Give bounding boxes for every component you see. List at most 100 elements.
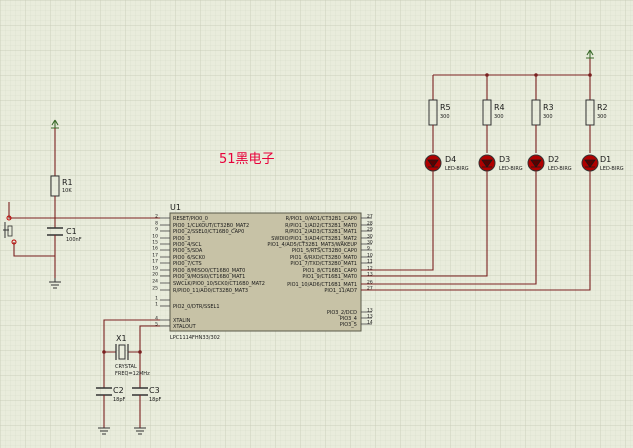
reset-button[interactable]	[3, 215, 17, 245]
x1-ref: X1	[116, 334, 127, 343]
pin-label: PIO0_9/MOSI0/CT16B0_MAT1	[173, 274, 245, 280]
mcu-part-number: LPC1114FHN33/302	[170, 335, 220, 341]
pin-label: PIO1_7/TXD/CT32B0_MAT1	[290, 261, 357, 267]
pin-label: PIO0_3	[173, 236, 190, 242]
pin-number: 13	[367, 314, 373, 320]
pin-label: R/PIO1_0/AD1/CT32B1_CAP0	[286, 216, 357, 222]
led-wires	[361, 49, 594, 291]
led-d1[interactable]: D1 LED-BIRG	[581, 154, 624, 172]
pin-number: 8	[155, 221, 158, 227]
pin-label: PIO0_2/SSEL0/CT16B0_CAP0	[173, 229, 244, 235]
pin-number: 1	[155, 302, 158, 308]
pin-label: PIO1_10/AD6/CT16B1_MAT1	[287, 282, 357, 288]
r5-value: 300	[440, 114, 450, 120]
pin-label: SWCLK/PIO0_10/SCK0/CT16B0_MAT2	[173, 281, 265, 287]
d3-type: LED-BIRG	[499, 166, 523, 172]
ground-icon	[98, 427, 110, 435]
mcu-left-pin: 1	[155, 296, 170, 302]
led-d4[interactable]: D4 LED-BIRG	[424, 154, 469, 172]
pin-number: 2	[155, 214, 158, 220]
pin-label: R/PIO1_2/AD3/CT32B1_MAT1	[285, 229, 357, 235]
pin-label: PIO1_4/AD5/CT32B1_MAT3/WAKEUP	[267, 242, 357, 248]
c3-value: 18pF	[149, 397, 162, 403]
pin-label: PIO1_5/RTS/CT32B0_CAP0	[292, 248, 357, 254]
pin-number: 14	[367, 320, 373, 326]
mcu-right-pins: 27 R/PIO1_0/AD1/CT32B1_CAP028R/PIO1_1/AD2…	[267, 214, 372, 328]
pin-label: PIO0_5/SDA	[173, 248, 203, 254]
r4-ref: R4	[494, 103, 505, 112]
ground-icon	[134, 427, 146, 435]
pin-number: 12	[367, 266, 373, 272]
reset-circuit: R1 10K C1 100nF	[3, 119, 160, 289]
pin-label: PIO0_7/CTS	[173, 261, 202, 267]
mcu-body	[169, 212, 362, 332]
c2-value: 18pF	[113, 397, 126, 403]
pin-number: 17	[152, 259, 158, 265]
mcu-right-pin: 11 PIO1_7/TXD/CT32B0_MAT1	[290, 259, 372, 267]
pin-label: PIO3_5	[340, 322, 357, 328]
d4-ref: D4	[445, 155, 456, 164]
pin-number: 5	[155, 322, 158, 328]
pin-number: 19	[152, 266, 158, 272]
pin-label: R/PIO0_11/AD0/CT32B0_MAT3	[173, 288, 248, 294]
mcu-right-pin: 28R/PIO1_1/AD2/CT32B1_MAT0	[285, 221, 373, 229]
watermark-text: 51黑电子	[219, 152, 275, 167]
pin-number: 30	[367, 240, 373, 246]
c2-ref: C2	[113, 386, 124, 395]
pin-label: PIO0_4/SCL	[173, 242, 202, 248]
pin-label: XTALIN	[173, 318, 191, 324]
pin-label: PIO0_8/MISO0/CT16B0_MAT0	[173, 268, 245, 274]
pin-number: 30	[367, 234, 373, 240]
r3-ref: R3	[543, 103, 554, 112]
pin-number: 29	[367, 227, 373, 233]
pin-label: PIO1_6/RXD/CT32B0_MAT0	[290, 255, 357, 261]
pin-number: 24	[152, 279, 158, 285]
d4-type: LED-BIRG	[445, 166, 469, 172]
d1-type: LED-BIRG	[600, 166, 624, 172]
pin-label: XTALOUT	[173, 324, 197, 330]
d2-type: LED-BIRG	[548, 166, 572, 172]
mcu-left-pin: 16 PIO0_5/SDA	[152, 246, 203, 254]
mcu-right-pin: 30 PIO1_4/AD5/CT32B1_MAT3/WAKEUP	[267, 240, 372, 248]
pin-label: PIO2_0/DTR/SSEL1	[173, 304, 220, 310]
mcu-left-pin: 2 RESET/PIO0_0	[155, 214, 208, 222]
pin-number: 25	[152, 286, 158, 292]
mcu-left-pin: 9 PIO0_2/SSEL0/CT16B0_CAP0	[155, 227, 244, 235]
ground-icon	[49, 278, 61, 289]
pin-number: 9	[367, 246, 370, 252]
x1-type: CRYSTAL	[115, 364, 137, 370]
pin-number: 16	[152, 246, 158, 252]
pin-number: 27	[367, 286, 373, 292]
crystal-x1[interactable]	[115, 344, 129, 360]
r1-ref: R1	[62, 178, 73, 187]
pin-label: RESET/PIO0_0	[173, 216, 208, 222]
mcu-right-pin: 9 PIO1_5/RTS/CT32B0_CAP0	[292, 246, 372, 254]
crystal-circuit: X1 CRYSTAL FREQ=12MHz C2 18pF C3 18pF	[96, 319, 162, 435]
pin-number: 10	[152, 234, 158, 240]
pin-label: PIO1_11/AD7	[324, 288, 357, 294]
pin-label: PIO0_6/SCK0	[173, 255, 205, 261]
pin-label: PIO0_1/CLKOUT/CT32B0_MAT2	[173, 223, 249, 229]
x1-freq: FREQ=12MHz	[115, 371, 150, 377]
mcu-left-pin: 5 XTALOUT	[155, 322, 197, 330]
pin-number: 11	[367, 259, 373, 265]
r5-ref: R5	[440, 103, 451, 112]
pin-number: 9	[155, 227, 158, 233]
mcu-left-pin: 19 PIO0_8/MISO0/CT16B0_MAT0	[152, 266, 245, 274]
pin-number: 1	[155, 296, 158, 302]
mcu-left-pin: 8 PIO0_1/CLKOUT/CT32B0_MAT2	[155, 221, 249, 229]
led-d3[interactable]: D3 LED-BIRG	[478, 154, 523, 172]
d1-ref: D1	[600, 155, 611, 164]
mcu-right-pin: 14 PIO3_5	[340, 320, 373, 328]
pin-number: 27	[367, 214, 373, 220]
led-d2[interactable]: D2 LED-BIRG	[527, 154, 572, 172]
c3-ref: C3	[149, 386, 160, 395]
mcu-left-pin: 10 PIO0_3	[152, 234, 190, 242]
